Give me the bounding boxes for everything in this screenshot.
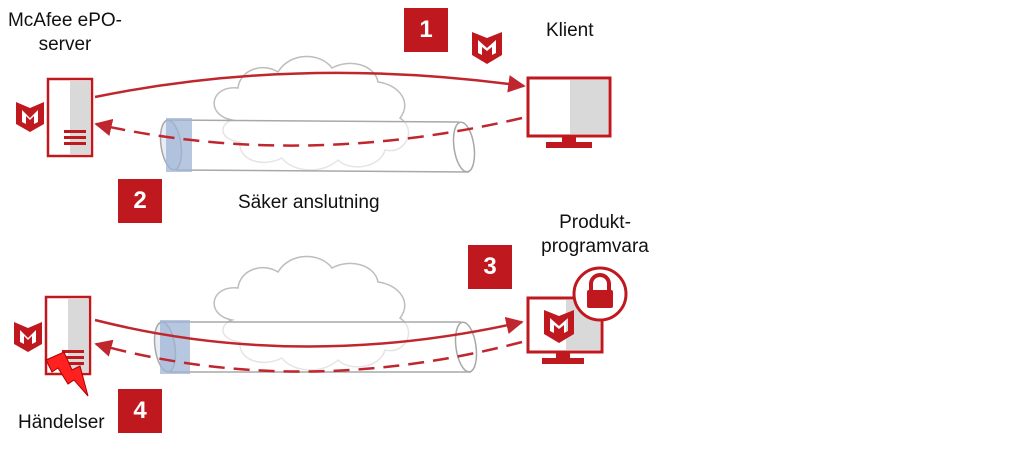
lock-icon <box>572 266 628 322</box>
arrow-server-to-client <box>94 71 526 99</box>
step-2-box <box>118 179 162 223</box>
step-4-box <box>118 389 162 433</box>
server-label-line1: McAfee ePO- <box>7 10 123 31</box>
server-icon <box>46 77 94 158</box>
mcafee-shield-icon <box>544 310 574 343</box>
mcafee-shield-icon <box>16 102 44 132</box>
step-2-number: 2 <box>133 187 147 214</box>
step-1-number: 1 <box>419 16 433 43</box>
arrow-client-to-server <box>94 116 523 147</box>
monitor-icon <box>526 76 612 148</box>
step-1-box <box>404 8 448 52</box>
step-3-number: 3 <box>483 253 497 280</box>
product-label-line2: programvara <box>541 236 649 257</box>
server-label-line2: server <box>38 34 92 55</box>
step-3-box <box>468 245 512 289</box>
product-label-line1: Produkt- <box>559 212 631 233</box>
secure-connection-label: Säker anslutning <box>238 192 380 213</box>
lightning-icon <box>45 351 89 397</box>
mcafee-shield-icon <box>472 32 502 64</box>
mcafee-shield-icon <box>14 322 42 352</box>
arrow-server-to-client <box>94 316 524 348</box>
client-label: Klient <box>546 20 594 41</box>
events-label: Händelser <box>18 412 105 433</box>
step-4-number: 4 <box>133 397 147 424</box>
arrow-client-to-server <box>94 339 523 373</box>
